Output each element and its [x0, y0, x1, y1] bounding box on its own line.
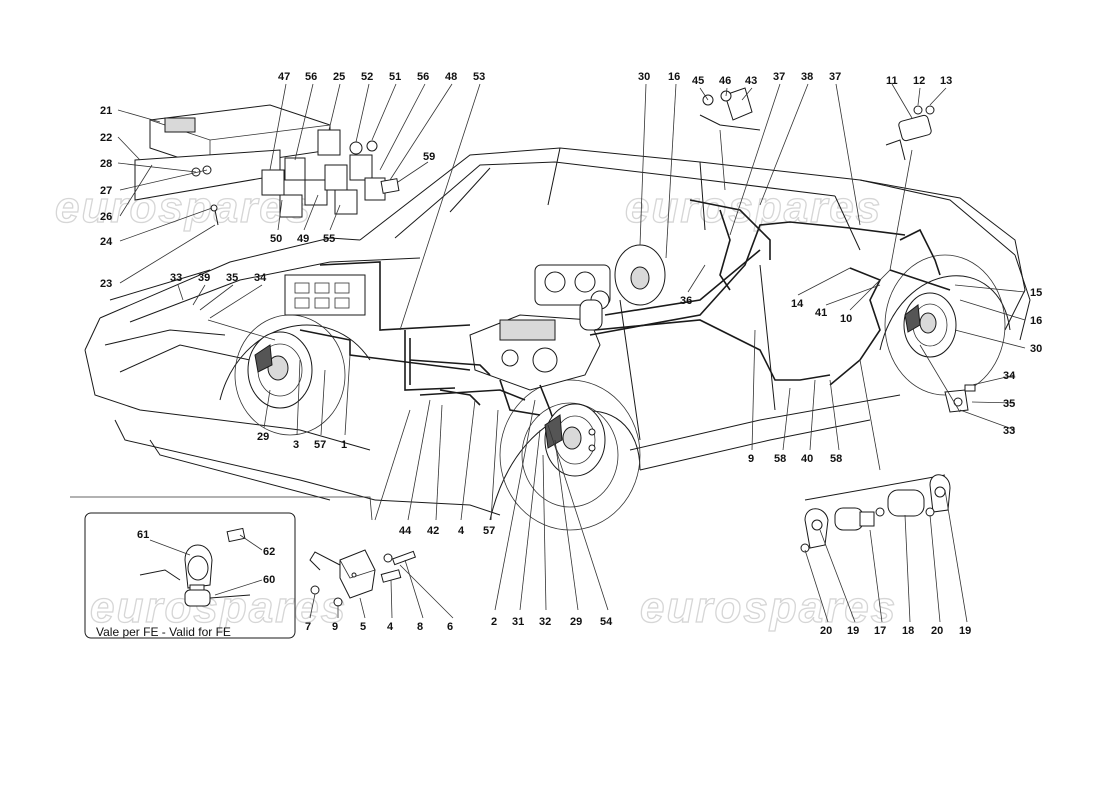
- callout-39: 39: [198, 272, 210, 284]
- callout-9a: 9: [748, 453, 754, 465]
- callout-57b: 57: [483, 525, 495, 537]
- callout-37b: 37: [829, 71, 841, 83]
- callout-31: 31: [512, 616, 524, 628]
- callout-33b: 33: [1003, 425, 1015, 437]
- callout-47: 47: [278, 71, 290, 83]
- callout-36: 36: [680, 295, 692, 307]
- front-left-disc: [247, 331, 313, 409]
- callout-20b: 20: [931, 625, 943, 637]
- callout-34b: 34: [1003, 370, 1016, 382]
- callout-33a: 33: [170, 272, 182, 284]
- callout-58a: 58: [774, 453, 786, 465]
- callout-61: 61: [137, 529, 149, 541]
- callout-21: 21: [100, 105, 112, 117]
- callout-13: 13: [940, 75, 952, 87]
- rear-sensor-parts: [699, 87, 935, 161]
- callout-59: 59: [423, 151, 435, 163]
- callout-4a: 4: [458, 525, 465, 537]
- callout-30b: 30: [1030, 343, 1042, 355]
- watermark-top-right: eurospares: [625, 183, 882, 232]
- callout-44: 44: [399, 525, 412, 537]
- callout-32: 32: [539, 616, 551, 628]
- callout-30a: 30: [638, 71, 650, 83]
- callout-19b: 19: [959, 625, 971, 637]
- callout-10: 10: [840, 313, 852, 325]
- callout-35b: 35: [1003, 398, 1015, 410]
- callout-46: 46: [719, 75, 731, 87]
- front-right-disc: [544, 403, 606, 477]
- callout-3: 3: [293, 439, 299, 451]
- leader-lines: [117, 83, 1026, 623]
- callout-11: 11: [886, 75, 898, 87]
- callout-53: 53: [473, 71, 485, 83]
- callout-20a: 20: [820, 625, 832, 637]
- callout-35a: 35: [226, 272, 238, 284]
- callout-23: 23: [100, 278, 112, 290]
- sensor-detail-group: [800, 474, 951, 553]
- callout-40: 40: [801, 453, 813, 465]
- callout-60: 60: [263, 574, 275, 586]
- callout-5: 5: [360, 621, 366, 633]
- distribution-block-detail: [309, 549, 417, 607]
- callout-56b: 56: [417, 71, 429, 83]
- callout-16b: 16: [1030, 315, 1042, 327]
- fe-variant-inset: Vale per FE - Valid for FE: [70, 496, 373, 639]
- fe-box-caption: Vale per FE - Valid for FE: [96, 625, 231, 639]
- callout-27: 27: [100, 185, 112, 197]
- callout-17: 17: [874, 625, 886, 637]
- callout-38: 38: [801, 71, 813, 83]
- callout-50: 50: [270, 233, 282, 245]
- callout-29b: 29: [570, 616, 582, 628]
- callout-2: 2: [491, 616, 497, 628]
- callout-57a: 57: [314, 439, 326, 451]
- callout-29a: 29: [257, 431, 269, 443]
- callout-43: 43: [745, 75, 757, 87]
- brake-pipes: [299, 199, 951, 426]
- callout-49: 49: [297, 233, 309, 245]
- watermark-group: eurospares eurospares eurospares eurospa…: [54, 182, 897, 632]
- callout-56a: 56: [305, 71, 317, 83]
- callout-25: 25: [333, 71, 345, 83]
- callout-labels: 21 22 28 27 26 24 23 47 56 25 52 51 56 4…: [100, 71, 1042, 637]
- callout-16a: 16: [668, 71, 680, 83]
- callout-48: 48: [445, 71, 457, 83]
- callout-4b: 4: [387, 621, 394, 633]
- callout-12: 12: [913, 75, 925, 87]
- callout-51: 51: [389, 71, 401, 83]
- callout-14: 14: [791, 298, 804, 310]
- callout-58b: 58: [830, 453, 842, 465]
- clamp-parts-right: [944, 384, 976, 413]
- callout-28: 28: [100, 158, 112, 170]
- callout-52: 52: [361, 71, 373, 83]
- callout-54: 54: [600, 616, 613, 628]
- callout-26: 26: [100, 211, 112, 223]
- callout-9b: 9: [332, 621, 338, 633]
- engine-components: [284, 244, 666, 391]
- watermark-bottom-right: eurospares: [640, 583, 897, 632]
- callout-62: 62: [263, 546, 275, 558]
- callout-8: 8: [417, 621, 423, 633]
- callout-45: 45: [692, 75, 704, 87]
- rear-right-disc: [903, 292, 957, 358]
- callout-7: 7: [305, 621, 311, 633]
- callout-15: 15: [1030, 287, 1042, 299]
- callout-19a: 19: [847, 625, 859, 637]
- callout-41: 41: [815, 307, 827, 319]
- callout-22: 22: [100, 132, 112, 144]
- callout-42: 42: [427, 525, 439, 537]
- callout-6: 6: [447, 621, 453, 633]
- callout-34a: 34: [254, 272, 267, 284]
- callout-18: 18: [902, 625, 914, 637]
- callout-55: 55: [323, 233, 335, 245]
- control-unit-assembly: [134, 104, 400, 226]
- callout-37a: 37: [773, 71, 785, 83]
- callout-24: 24: [100, 236, 113, 248]
- callout-1: 1: [341, 439, 347, 451]
- watermark-bottom-left: eurospares: [90, 583, 347, 632]
